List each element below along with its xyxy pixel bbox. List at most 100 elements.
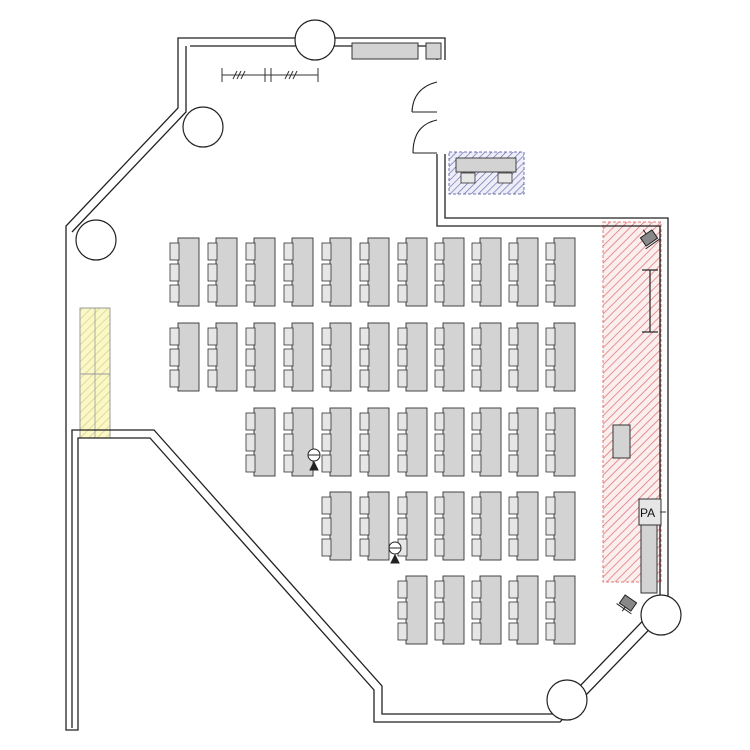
wall-counter	[351, 42, 419, 60]
desk	[516, 322, 539, 392]
chair	[545, 242, 556, 261]
chair	[508, 369, 519, 388]
chair	[508, 433, 519, 452]
chair	[397, 327, 408, 346]
desk	[442, 237, 465, 307]
chair	[283, 369, 294, 388]
chair	[545, 517, 556, 536]
chair	[321, 263, 332, 282]
chair	[434, 263, 445, 282]
desk	[442, 407, 465, 477]
chair	[508, 412, 519, 431]
chair	[545, 263, 556, 282]
chair	[245, 348, 256, 367]
chair	[169, 284, 180, 303]
chair	[434, 327, 445, 346]
seating-area	[169, 237, 576, 645]
chair	[545, 412, 556, 431]
chair	[434, 496, 445, 515]
chair	[471, 601, 482, 620]
chair	[397, 496, 408, 515]
chair	[283, 348, 294, 367]
chair	[471, 454, 482, 473]
chair	[359, 517, 370, 536]
chair	[321, 242, 332, 261]
chair	[321, 327, 332, 346]
chair	[207, 327, 218, 346]
desk	[367, 491, 390, 561]
chair	[508, 517, 519, 536]
pa-label: PA	[640, 506, 655, 520]
lectern	[612, 424, 631, 459]
desk	[553, 407, 576, 477]
chair	[508, 263, 519, 282]
chair	[434, 348, 445, 367]
chair	[321, 496, 332, 515]
chair	[207, 284, 218, 303]
pa-box: PA	[638, 498, 666, 526]
chair	[359, 369, 370, 388]
chair	[245, 412, 256, 431]
chair	[434, 433, 445, 452]
desk	[553, 491, 576, 561]
desk	[553, 237, 576, 307]
chair	[321, 412, 332, 431]
chair	[359, 454, 370, 473]
chair	[508, 496, 519, 515]
chair	[545, 496, 556, 515]
desk	[479, 322, 502, 392]
chair	[434, 412, 445, 431]
chair	[545, 601, 556, 620]
chair	[508, 348, 519, 367]
chair	[245, 284, 256, 303]
desk	[516, 575, 539, 645]
chair	[434, 622, 445, 641]
chair	[169, 348, 180, 367]
chair	[321, 454, 332, 473]
chair	[471, 412, 482, 431]
desk	[291, 237, 314, 307]
chair	[169, 327, 180, 346]
chair	[207, 369, 218, 388]
chair	[471, 517, 482, 536]
chair	[245, 242, 256, 261]
coat-rack	[221, 68, 319, 82]
chair	[545, 369, 556, 388]
desk	[253, 237, 276, 307]
chair	[359, 433, 370, 452]
desk	[215, 237, 238, 307]
chair	[321, 517, 332, 536]
desk	[215, 322, 238, 392]
chair	[434, 601, 445, 620]
chair	[169, 369, 180, 388]
chair	[545, 580, 556, 599]
chair	[434, 580, 445, 599]
chair	[434, 454, 445, 473]
chair	[508, 622, 519, 641]
desk	[479, 491, 502, 561]
front-table	[640, 524, 658, 594]
chair	[434, 538, 445, 557]
desk	[367, 407, 390, 477]
chair	[359, 348, 370, 367]
chair	[321, 538, 332, 557]
desk	[405, 407, 428, 477]
desk	[329, 407, 352, 477]
chair	[207, 263, 218, 282]
chair	[545, 327, 556, 346]
chair	[245, 369, 256, 388]
desk	[479, 237, 502, 307]
chair	[545, 284, 556, 303]
chair	[434, 369, 445, 388]
desk	[291, 407, 314, 477]
chair	[471, 622, 482, 641]
desk	[291, 322, 314, 392]
chair	[434, 284, 445, 303]
chair	[471, 433, 482, 452]
chair	[545, 454, 556, 473]
microphone-icon	[307, 448, 321, 471]
chair	[245, 454, 256, 473]
chair	[245, 327, 256, 346]
chair	[434, 517, 445, 536]
chair	[397, 369, 408, 388]
